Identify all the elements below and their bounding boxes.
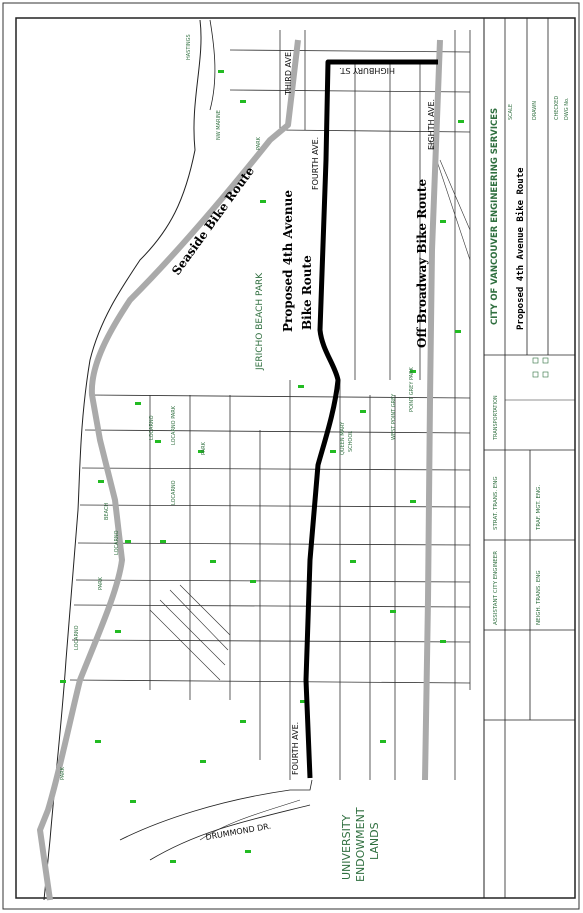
place-label-point-grey-park: POINT GREY PARK	[409, 366, 415, 412]
proposed-route-label-line1: Proposed 4th Avenue	[281, 190, 295, 332]
place-label-locarno-2: LOCARNO PARK	[171, 405, 177, 445]
checkbox	[542, 371, 549, 378]
street-label-eighth: EIGHTH AVE.	[427, 99, 436, 150]
place-label-ube-2: ENDOWMENT	[354, 807, 367, 882]
street-line	[279, 129, 471, 133]
asst-city-engineer-label: ASSISTANT CITY ENGINEER	[493, 551, 499, 625]
street-line	[75, 579, 471, 583]
street-line	[79, 504, 471, 508]
ube-boundary	[119, 779, 313, 841]
ube-road	[199, 799, 301, 841]
place-label-jericho: JERICHO BEACH PARK	[255, 272, 265, 371]
off-broadway-route-label: Off Broadway Bike Route	[415, 179, 429, 348]
street-label-drummond: DRUMMOND DR.	[205, 822, 272, 842]
shoreline	[43, 19, 202, 901]
neigh-trans-eng-label: NEIGH. TRANS. ENG	[536, 570, 542, 625]
street-label-fourth-south: FOURTH AVE.	[291, 722, 300, 775]
street-label-highbury: HIGHBURY ST.	[339, 66, 395, 75]
street-line	[229, 49, 471, 53]
strat-trans-eng-label: STRAT. TRANS. ENG	[493, 476, 499, 530]
street-line	[229, 89, 471, 93]
street-line	[159, 599, 226, 666]
place-label-queen-mary-1: QUEEN MARY	[340, 421, 346, 455]
place-label-locarno-3: LOCARNO	[171, 480, 177, 505]
map-area: Seaside Bike Route Proposed 4th Avenue B…	[37, 19, 471, 901]
seaside-route-label: Seaside Bike Route	[169, 164, 257, 278]
street-line	[169, 589, 229, 651]
place-label-park-2: PARK	[256, 136, 262, 150]
place-label-queen-mary-2: SCHOOL	[348, 431, 354, 452]
off-broadway-bike-route	[422, 39, 443, 781]
place-label-park-3: PARK	[98, 576, 104, 590]
place-label-locarno-5: LOCARNO	[74, 625, 80, 650]
agency-name: CITY OF VANCOUVER ENGINEERING SERVICES	[490, 108, 500, 325]
street-line	[89, 394, 471, 399]
place-label-nw-marine: NW MARINE	[216, 110, 222, 140]
place-label-ube-3: LANDS	[368, 822, 381, 860]
street-grid	[69, 30, 471, 780]
street-line	[149, 609, 221, 681]
street-label-fourth-north: FOURTH AVE.	[311, 137, 320, 190]
place-label-locarno-4: LOCARNO	[114, 530, 120, 555]
title-block: CITY OF VANCOUVER ENGINEERING SERVICES P…	[483, 18, 575, 898]
street-line	[179, 584, 231, 636]
street-line	[81, 467, 471, 471]
checkbox	[532, 357, 539, 364]
shoreline-detail	[209, 19, 216, 111]
seaside-bike-route	[37, 39, 301, 901]
drummond-road	[149, 804, 311, 861]
checkbox	[542, 357, 549, 364]
place-label-ube-1: UNIVERSITY	[340, 814, 353, 880]
street-line	[69, 679, 471, 684]
street-line	[77, 542, 471, 546]
drawn-label: DRAWN	[532, 101, 538, 120]
checked-label: CHECKED	[554, 96, 560, 120]
scale-label: SCALE	[508, 104, 514, 120]
street-line	[84, 429, 471, 434]
park-markers	[60, 70, 464, 863]
drawing-title: Proposed 4th Avenue Bike Route	[515, 167, 526, 330]
street-line	[73, 604, 471, 608]
street-line	[71, 639, 471, 643]
dwg-no-label: DWG No.	[564, 97, 570, 120]
place-label-beach: BEACH	[104, 503, 110, 520]
street-line	[439, 159, 471, 231]
place-label-west-point-grey: WEST POINT GREY	[391, 393, 397, 440]
transportation-label: TRANSPORTATION	[493, 395, 499, 441]
place-label-hastings: HASTINGS	[186, 34, 192, 60]
traf-mgt-eng-label: TRAF. MGT. ENG.	[536, 485, 542, 531]
proposed-4th-ave-route	[303, 59, 438, 779]
checkbox	[532, 371, 539, 378]
proposed-route-label-line2: Bike Route	[300, 255, 314, 330]
place-label-park-1: PARK	[201, 441, 207, 455]
drawing-frame	[15, 17, 576, 899]
street-label-third: THIRD AVE.	[284, 49, 293, 96]
place-label-locarno-1: LOCARNO	[149, 415, 155, 440]
place-label-park-4: PARK	[60, 766, 66, 780]
